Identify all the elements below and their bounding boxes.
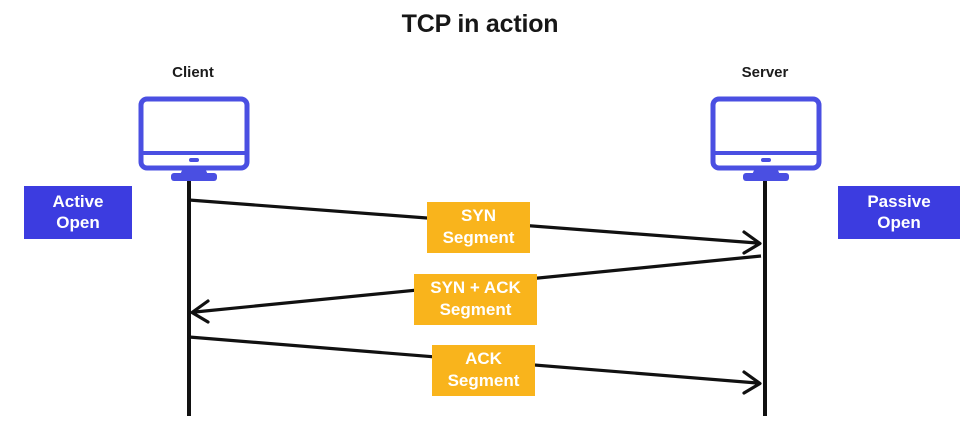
node-label-client: Client [172,64,214,81]
status-badge-passive-open: Passive Open [838,186,960,239]
segment-label-syn: SYN Segment [427,202,530,253]
segment-label-ack: ACK Segment [432,345,535,396]
segment-line-1: ACK [465,349,502,368]
badge-line-2: Open [56,213,100,232]
segment-label-syn-ack: SYN + ACK Segment [414,274,537,325]
node-label-server: Server [741,64,789,81]
segment-line-1: SYN [461,206,496,225]
status-badge-active-open: Active Open [24,186,132,239]
segment-line-2: Segment [442,228,515,247]
lifeline-server [763,181,767,416]
monitor-icon-client [138,96,250,182]
badge-line-1: Passive [867,192,931,211]
badge-line-1: Active [52,192,104,211]
segment-line-2: Segment [439,300,512,319]
badge-line-2: Open [877,213,921,232]
page-title: TCP in action [401,10,559,38]
lifeline-client [187,181,191,416]
monitor-icon-server [710,96,822,182]
segment-line-1: SYN + ACK [430,278,521,297]
segment-line-2: Segment [447,371,520,390]
